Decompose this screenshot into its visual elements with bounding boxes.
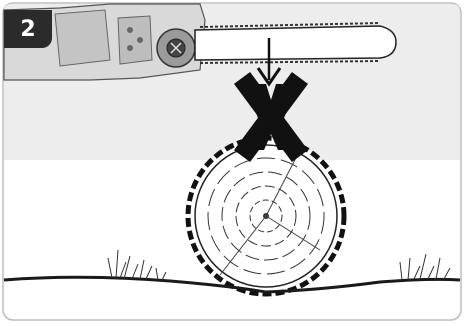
step-number-badge: 2 — [4, 10, 52, 48]
ground-line — [3, 275, 461, 294]
grass-icon — [107, 249, 451, 281]
x-cross-icon — [234, 72, 308, 162]
chainsaw-icon — [3, 3, 397, 81]
arrow-down-icon — [256, 38, 282, 87]
log-cross-section-icon — [185, 135, 347, 297]
